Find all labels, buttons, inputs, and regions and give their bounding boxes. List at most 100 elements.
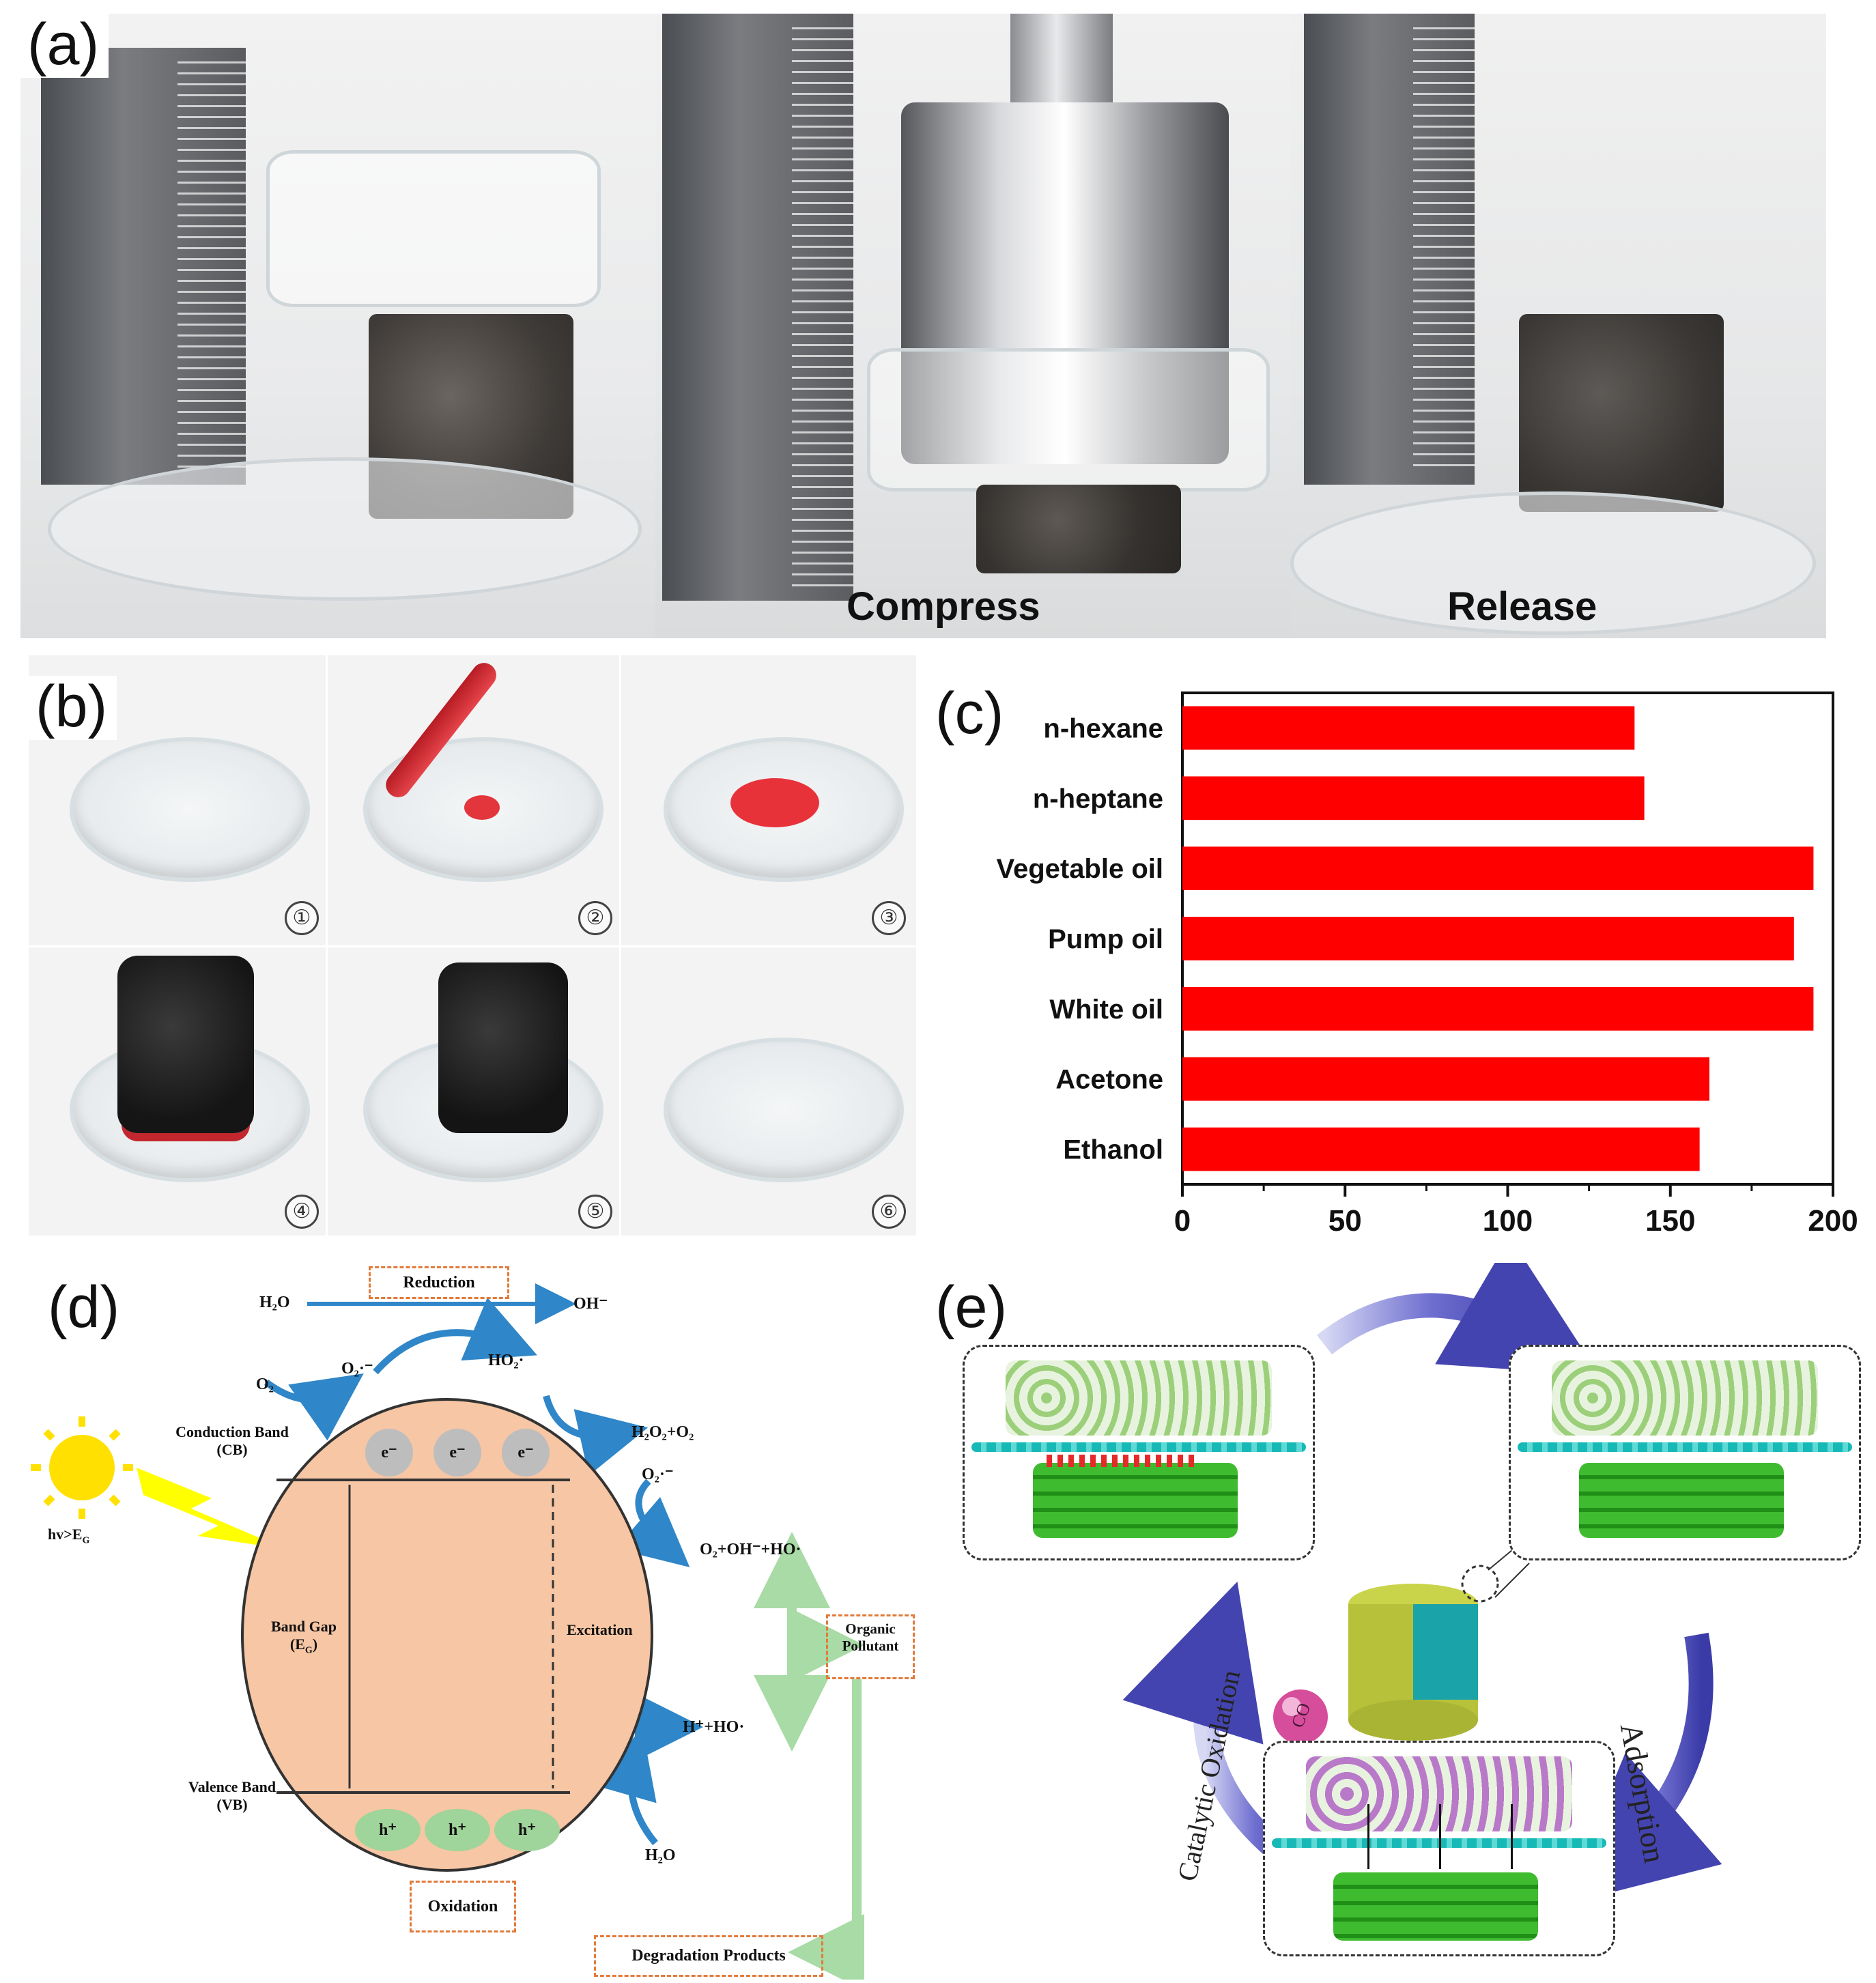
hv-sub: G <box>82 1535 90 1546</box>
ruler-right-ticks <box>1413 27 1475 471</box>
o2-in-arrow <box>264 1373 364 1441</box>
step-number: ⑤ <box>578 1195 612 1229</box>
ho2-radical-label: HO₂· <box>488 1352 524 1369</box>
h-ho-label: H⁺+HO· <box>683 1718 745 1736</box>
semiconductor-particle <box>241 1398 653 1872</box>
o2-radical-right-label: O₂·⁻ <box>642 1466 674 1483</box>
sponge-released <box>1519 314 1724 512</box>
x-tick-label: 0 <box>1174 1204 1191 1238</box>
electron-3: e⁻ <box>502 1429 550 1476</box>
o2-radical-arrow <box>373 1297 537 1375</box>
o2-radical-label: O₂·⁻ <box>341 1360 373 1378</box>
panel-a-label: (a) <box>20 14 109 78</box>
ruler-left-ticks <box>177 61 246 471</box>
lightning-icon <box>137 1468 287 1550</box>
category-label: n-heptane <box>1033 784 1163 814</box>
electron-1: e⁻ <box>365 1429 413 1476</box>
substrate-line <box>971 1442 1306 1452</box>
valence-band-label: Valence Band (VB) <box>164 1778 300 1814</box>
sponge-compressed <box>976 485 1181 573</box>
sponge-absorbing <box>117 956 254 1133</box>
green-degradation <box>788 1679 864 1980</box>
spillover-arrow <box>1511 1804 1513 1869</box>
photo-release: Release <box>1290 14 1826 638</box>
conduction-band-label: Conduction Band (CB) <box>164 1423 300 1459</box>
h2o-top-label: H₂O <box>259 1294 290 1311</box>
category-label: Ethanol <box>1063 1135 1163 1165</box>
structure-box-clean <box>1509 1345 1861 1560</box>
monolith-cut <box>1413 1604 1478 1700</box>
category-label: White oil <box>1049 995 1163 1025</box>
products-label: O₂+OH⁻+HO· <box>700 1541 801 1558</box>
category-label: n-hexane <box>1043 713 1163 743</box>
electron-2: e⁻ <box>434 1429 481 1476</box>
mof-layer <box>1006 1360 1272 1436</box>
hole-3: h⁺ <box>494 1809 560 1851</box>
step-number: ② <box>578 901 612 935</box>
photo-initial-sample <box>20 14 655 638</box>
bar-n-heptane <box>1182 776 1645 821</box>
o2-label: O₂ <box>256 1375 274 1393</box>
sponge-saturated <box>438 962 568 1133</box>
panel-e: (e) CO Adsorption Catalytic Oxidation <box>928 1263 1871 1980</box>
x-tick-label: 100 <box>1483 1204 1533 1238</box>
bar-ethanol <box>1182 1127 1700 1171</box>
valence-band-text: Valence Band <box>188 1778 276 1795</box>
structure-box-oxidation <box>963 1345 1315 1560</box>
adsorption-arrow <box>1562 1632 1722 1905</box>
pollutant-text: Pollutant <box>842 1638 899 1654</box>
spillover-arrow <box>1439 1804 1441 1869</box>
step-number: ⑥ <box>872 1195 906 1229</box>
dish-6 <box>664 1038 904 1182</box>
glass-base-right <box>1290 491 1816 635</box>
oxidation-box: Oxidation <box>410 1881 516 1932</box>
band-gap-label: Band Gap (EG) <box>266 1618 341 1656</box>
petri-lid-mid <box>867 348 1270 491</box>
hv-text: hv>E <box>48 1526 83 1543</box>
x-tick-label: 150 <box>1645 1204 1695 1238</box>
bar-vegetable-oil <box>1182 846 1814 891</box>
step-number: ③ <box>872 901 906 935</box>
panel-e-label: (e) <box>928 1276 1017 1341</box>
h2o-in-arrow <box>591 1728 658 1846</box>
zoom-circle <box>1461 1565 1499 1603</box>
x-tick-label: 200 <box>1808 1204 1858 1238</box>
nanorod-stack <box>1333 1872 1538 1941</box>
panel-b: ① ② ③ ④ ⑤ ⑥ (b) <box>29 655 916 1236</box>
red-pool <box>730 778 819 827</box>
category-label: Vegetable oil <box>996 854 1163 884</box>
oxidation-label: Oxidation <box>427 1898 498 1915</box>
red-adsorbates <box>1047 1455 1197 1467</box>
category-label: Acetone <box>1055 1065 1163 1095</box>
structure-box-adsorbed <box>1263 1741 1615 1956</box>
hv-label: hv>EG <box>48 1526 89 1546</box>
panel-c-label: (c) <box>928 683 1014 747</box>
ruler-mid-ticks <box>792 27 853 587</box>
organic-text: Organic <box>845 1621 896 1637</box>
x-tick-label: 50 <box>1328 1204 1362 1238</box>
h2o2-arrow <box>543 1395 649 1476</box>
panel-a: Compress Release (a) <box>20 14 1826 638</box>
cb-text: (CB) <box>216 1441 248 1458</box>
photocatalysis-arrows <box>31 1283 864 1980</box>
monolith-bottom <box>1348 1700 1478 1741</box>
caption-release: Release <box>1447 584 1597 629</box>
degradation-label: Degradation Products <box>631 1947 786 1965</box>
organic-pollutant-box: Organic Pollutant <box>826 1614 915 1679</box>
reduction-box: Reduction <box>369 1266 509 1299</box>
bar-n-hexane <box>1182 706 1635 750</box>
petri-lid-left <box>266 150 601 307</box>
category-label: Pump oil <box>1048 924 1163 954</box>
spillover-arrow <box>1367 1804 1369 1869</box>
h-ho-arrow <box>631 1693 703 1762</box>
sun-icon <box>49 1435 115 1500</box>
radical-out-arrow <box>615 1479 690 1568</box>
panel-d: (d) Reduction H₂O <box>20 1263 949 1980</box>
band-gap-text: Band Gap <box>271 1618 337 1635</box>
caption-compress: Compress <box>847 584 1040 629</box>
divider-h <box>29 945 916 947</box>
vb-text: (VB) <box>216 1796 248 1813</box>
nanorod-stack <box>1033 1463 1238 1538</box>
